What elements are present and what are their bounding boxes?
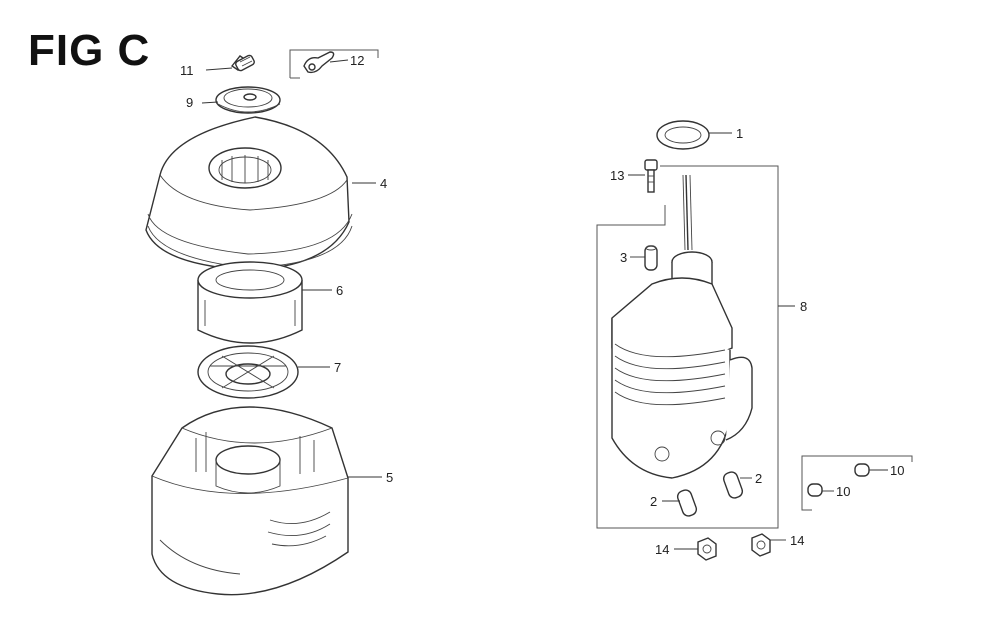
callout-2-left: 2 xyxy=(650,494,657,509)
part-2-pin-left xyxy=(676,489,698,517)
part-4-air-cleaner-cover xyxy=(145,116,353,271)
part-1-o-ring xyxy=(656,120,710,150)
part-11-wing-bolt xyxy=(230,54,255,72)
leader-lines xyxy=(201,59,888,550)
part-3-pin xyxy=(644,245,658,271)
part-10-caps xyxy=(801,455,913,511)
part-8-bracket xyxy=(596,165,779,529)
callout-10-lower: 10 xyxy=(836,484,850,499)
part-14-nut-left xyxy=(697,537,717,561)
callout-6: 6 xyxy=(336,283,343,298)
part-12-clip xyxy=(289,49,379,79)
callout-numbers: 11 12 9 4 6 7 5 1 13 3 8 2 2 14 14 10 10 xyxy=(180,53,904,557)
part-8-elbow-body xyxy=(611,174,753,479)
callout-5: 5 xyxy=(386,470,393,485)
callout-8: 8 xyxy=(800,299,807,314)
callout-14-left: 14 xyxy=(655,542,669,557)
part-13-bolt xyxy=(644,159,658,193)
callout-7: 7 xyxy=(334,360,341,375)
callout-3: 3 xyxy=(620,250,627,265)
callout-2-right: 2 xyxy=(755,471,762,486)
callout-12: 12 xyxy=(350,53,364,68)
figure-title: FIG C xyxy=(28,26,151,75)
callout-11: 11 xyxy=(180,63,194,78)
part-2-pin-right xyxy=(722,471,744,499)
callout-13: 13 xyxy=(610,168,624,183)
callout-14-right: 14 xyxy=(790,533,804,548)
callout-10-upper: 10 xyxy=(890,463,904,478)
part-6-filter-element xyxy=(197,261,303,344)
callout-1: 1 xyxy=(736,126,743,141)
part-7-gasket xyxy=(197,345,299,399)
part-14-nut-right xyxy=(751,533,771,557)
callout-9: 9 xyxy=(186,95,193,110)
part-9-grommet xyxy=(215,86,281,114)
callout-4: 4 xyxy=(380,176,387,191)
part-5-air-cleaner-base xyxy=(151,406,349,596)
